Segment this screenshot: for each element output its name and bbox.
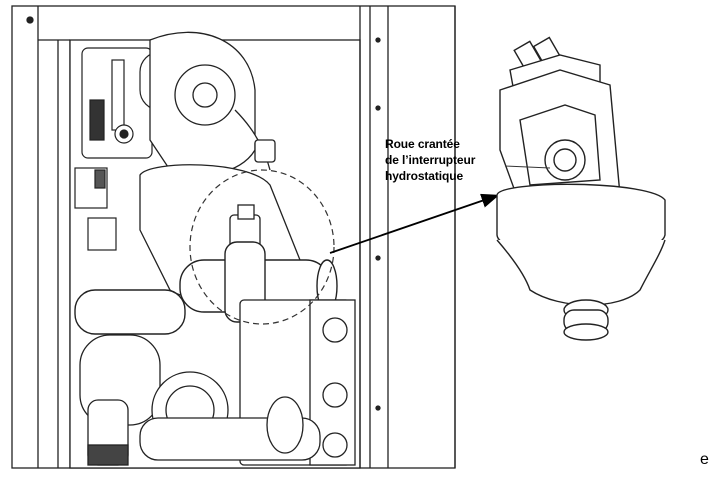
label-leader-line xyxy=(504,165,551,169)
detail-highlight-circle xyxy=(189,169,335,325)
callout-line-1: Roue crantée xyxy=(385,137,460,151)
callout-label: Roue crantée de l’interrupteur hydrostat… xyxy=(385,136,515,184)
callout-line-3: hydrostatique xyxy=(385,169,464,183)
pump-manifold xyxy=(79,299,356,466)
hydrostatic-switch-detail xyxy=(496,36,666,341)
callout-arrow xyxy=(329,193,500,254)
horizontal-pipe xyxy=(74,241,338,335)
blower-housing xyxy=(149,31,276,176)
edge-cropped-text: e xyxy=(700,451,709,468)
callout-line-2: de l’interrupteur xyxy=(385,153,476,167)
